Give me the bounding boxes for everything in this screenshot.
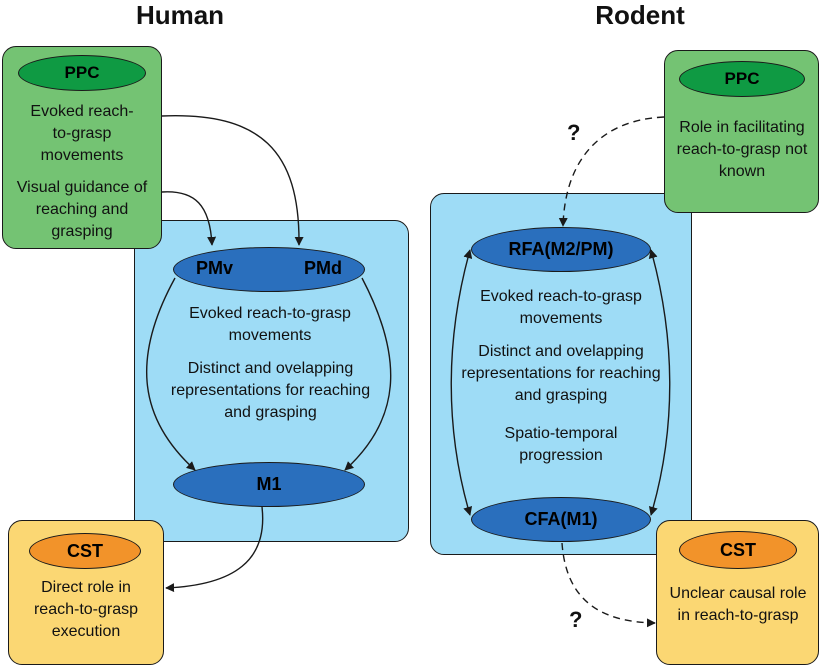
rodent-rfa-ellipse: RFA(M2/PM) bbox=[471, 227, 651, 272]
rodent-question-top: ? bbox=[567, 120, 581, 145]
human-cst-ellipse: CST bbox=[29, 533, 141, 569]
human-ppc-ellipse: PPC bbox=[18, 55, 146, 91]
human-cst-box: CST Direct role in reach-to-grasp execut… bbox=[8, 520, 164, 665]
rodent-rfa-text-evoked: Evoked reach-to-grasp movements bbox=[480, 288, 642, 327]
rodent-ppc-ellipse: PPC bbox=[679, 61, 805, 97]
rodent-ppc-text: Role in facilitating reach-to-grasp not … bbox=[676, 119, 808, 180]
human-premotor-ellipse: PMv PMd bbox=[173, 247, 365, 292]
human-premotor-text-representations: Distinct and ovelapping representations … bbox=[170, 360, 371, 421]
rodent-heading: Rodent bbox=[595, 0, 685, 30]
human-m1-ellipse: M1 bbox=[173, 462, 365, 507]
rodent-cfa-ellipse: CFA(M1) bbox=[471, 497, 651, 542]
human-cst-text: Direct role in reach-to-grasp execution bbox=[33, 579, 139, 640]
rodent-cst-ellipse: CST bbox=[679, 531, 797, 569]
pmv-label: PMv bbox=[196, 258, 234, 278]
rodent-cst-box: CST Unclear causal role in reach-to-gras… bbox=[656, 520, 819, 665]
rodent-ppc-box: PPC Role in facilitating reach-to-grasp … bbox=[664, 50, 819, 213]
human-ppc-box: PPC Evoked reach-to-grasp movements Visu… bbox=[2, 46, 162, 249]
pmd-label: PMd bbox=[304, 258, 342, 278]
human-ppc-text-evoked: Evoked reach-to-grasp movements bbox=[30, 103, 134, 164]
rodent-question-bottom: ? bbox=[569, 607, 583, 632]
human-premotor-text-evoked: Evoked reach-to-grasp movements bbox=[189, 305, 351, 344]
human-heading: Human bbox=[135, 0, 225, 30]
rodent-rfa-text-representations: Distinct and ovelapping representations … bbox=[461, 343, 661, 404]
human-ppc-text-visual: Visual guidance of reaching and grasping bbox=[16, 179, 148, 240]
rodent-rfa-text-spatiotemporal: Spatio-temporal progression bbox=[504, 425, 618, 464]
rodent-cst-text: Unclear causal role in reach-to-grasp bbox=[669, 585, 807, 624]
